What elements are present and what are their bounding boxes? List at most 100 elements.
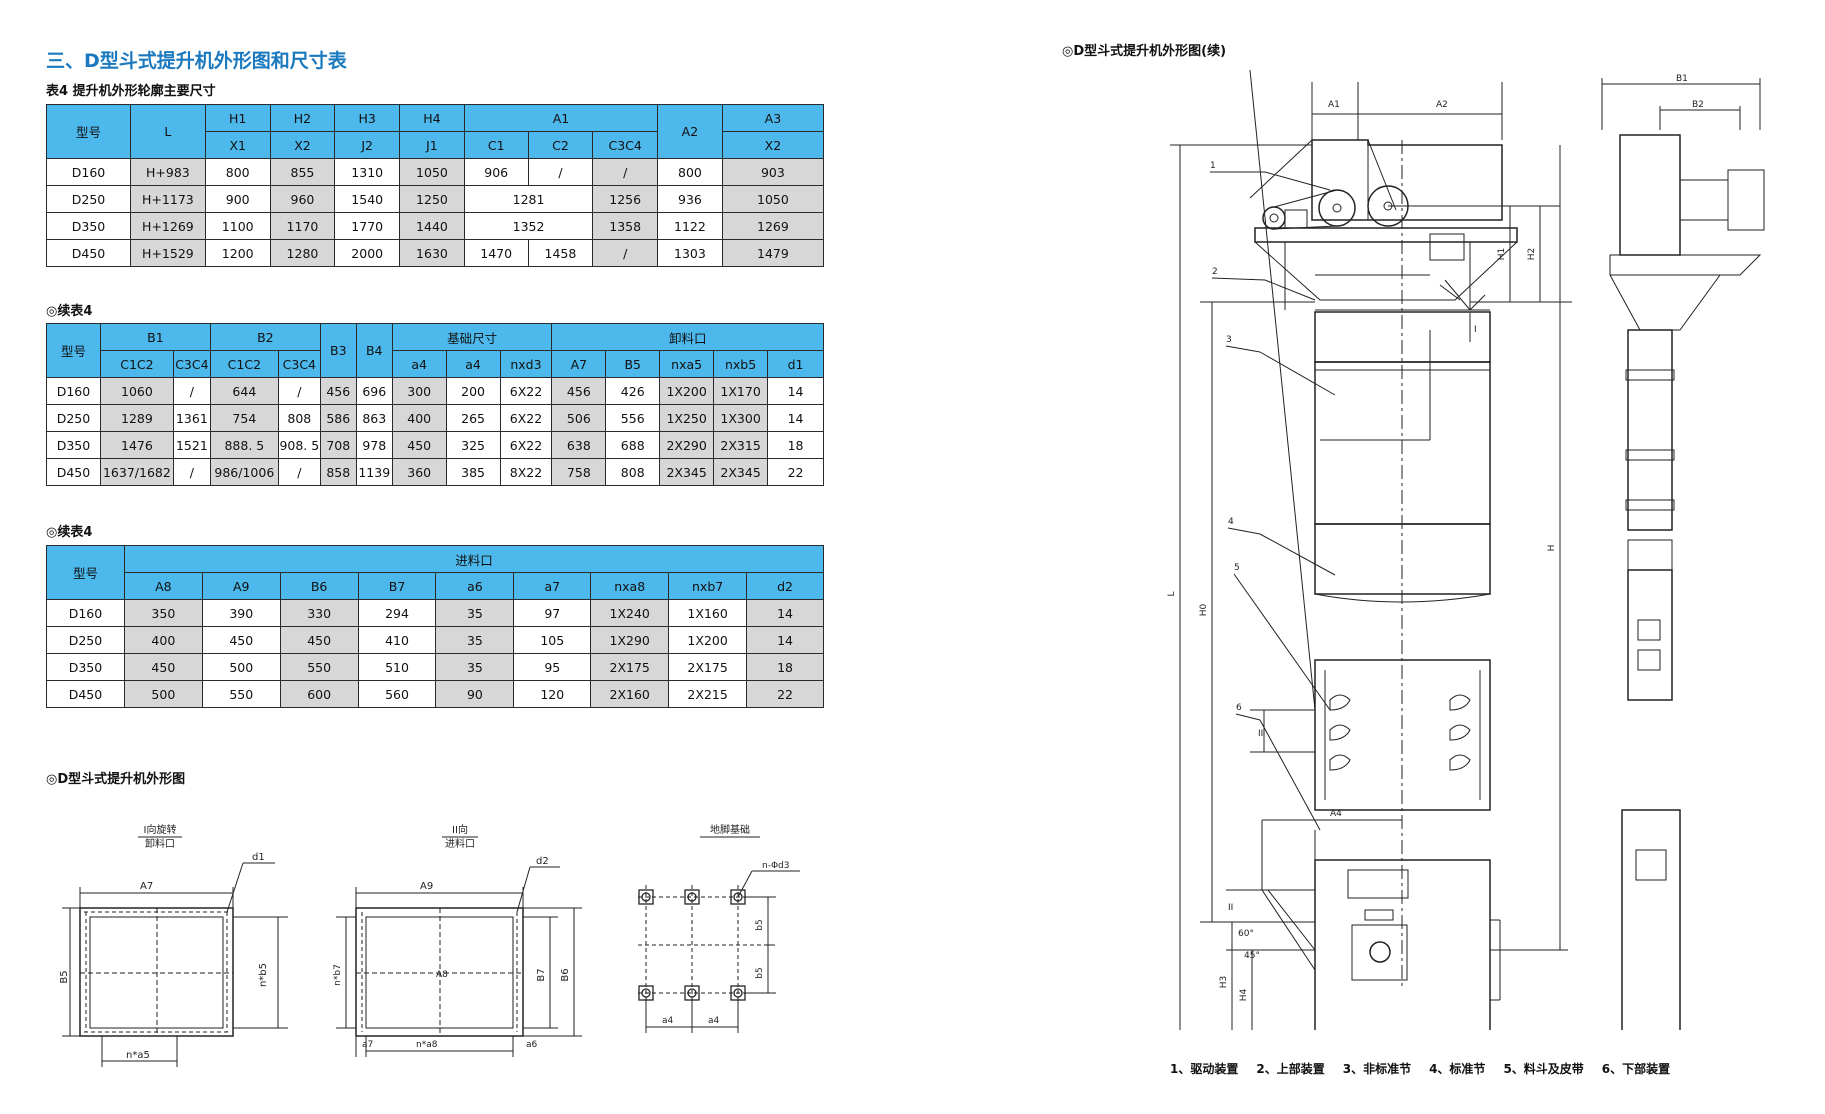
table-cell: 888. 5 (209, 431, 279, 459)
table-cell: 400 (391, 404, 447, 432)
table-cell: 120 (513, 680, 592, 708)
table-cell: 456 (319, 377, 357, 405)
legend-item-drive: 1、驱动装置 (1170, 1062, 1239, 1076)
table-cell: 35 (435, 599, 515, 627)
table-cell: 90 (435, 680, 515, 708)
header-b7: B7 (357, 572, 437, 600)
dim-A2: A2 (1436, 100, 1448, 110)
legend-item-bucket-belt: 5、料斗及皮带 (1503, 1062, 1584, 1076)
dim-A4: A4 (1330, 809, 1342, 819)
table-row: D450 H+1529 1200 1280 2000 1630 1470 145… (46, 239, 825, 267)
table-cell: 8X22 (499, 458, 553, 486)
table-cell: 6X22 (499, 404, 553, 432)
dim-H2: H2 (1527, 248, 1537, 261)
header-J2: J2 (334, 131, 401, 159)
header-X2b: X2 (721, 131, 825, 159)
drawing2-title2: 进料口 (445, 837, 475, 850)
header-B2: B2 (209, 323, 321, 351)
dim-H3: H3 (1219, 976, 1229, 989)
table-cell: 1X240 (590, 599, 670, 627)
header-model: 型号 (46, 104, 131, 159)
dim-L: L (1167, 591, 1177, 596)
header-H2: H2 (269, 104, 336, 132)
table-cell: / (277, 458, 321, 486)
header-nxa8: nxa8 (590, 572, 670, 600)
table-cell: 2X345 (659, 458, 715, 486)
table-row: D350 H+1269 1100 1170 1770 1440 1352 135… (46, 212, 825, 240)
table-cell: 450 (201, 626, 281, 654)
dim-d1: d1 (252, 852, 265, 863)
dim-B2: B2 (1692, 100, 1704, 110)
table-cell: 450 (123, 653, 203, 681)
table-cell: 688 (605, 431, 661, 459)
header-L: L (129, 104, 206, 159)
header-nxd3: nxd3 (499, 350, 553, 378)
table-cell: 708 (319, 431, 357, 459)
table-cell: 696 (355, 377, 393, 405)
table-cell: 863 (355, 404, 393, 432)
table-cell: 97 (513, 599, 592, 627)
table-cell: D160 (46, 599, 125, 627)
table-cell: 2X345 (713, 458, 769, 486)
table2-caption: ◎续表4 (46, 304, 93, 319)
header-model: 型号 (46, 545, 125, 600)
table-cell: 550 (201, 680, 281, 708)
small-drawings-caption: ◎D型斗式提升机外形图 (46, 772, 186, 787)
table-cell: / (172, 458, 211, 486)
table-cell: 1521 (172, 431, 211, 459)
table-cell: 330 (279, 599, 359, 627)
table-cell: 808 (605, 458, 661, 486)
table-cell: 22 (746, 680, 824, 708)
table-cell: 978 (355, 431, 393, 459)
dim-d2: d2 (536, 856, 549, 867)
header-B3: B3 (319, 323, 357, 378)
table-cell: 1X170 (713, 377, 769, 405)
label-I: I (1474, 325, 1477, 335)
header-model: 型号 (46, 323, 101, 378)
legend-item-lower: 6、下部装置 (1601, 1062, 1671, 1076)
table-cell: 908. 5 (277, 431, 321, 459)
table-cell: 200 (445, 377, 501, 405)
header-C1: C1 (463, 131, 529, 159)
header-C3C4: C3C4 (172, 350, 211, 378)
header-foundation: 基础尺寸 (391, 323, 553, 351)
dim-B5: B5 (59, 970, 70, 983)
table-cell: 1X200 (668, 626, 748, 654)
dim-A9: A9 (420, 881, 433, 892)
table-main-dimensions: 型号 L H1 H2 H3 H4 A1 A2 A3 X1 X2 J2 J1 C1… (46, 104, 825, 267)
header-nxb5: nxb5 (713, 350, 769, 378)
table-cell: 6X22 (499, 431, 553, 459)
table-cell: 35 (435, 653, 515, 681)
table-cell: 638 (551, 431, 607, 459)
table-cell: 14 (767, 377, 824, 405)
table-cell: 858 (319, 458, 357, 486)
table-cell: 1X300 (713, 404, 769, 432)
drawing2-title1: II向 (452, 823, 468, 836)
header-nxa5: nxa5 (659, 350, 715, 378)
header-J1: J1 (399, 131, 465, 159)
dim-H4: H4 (1239, 988, 1249, 1001)
table-cell: 550 (279, 653, 359, 681)
dim-a4a: a4 (662, 1016, 674, 1026)
table-cell: 1X160 (668, 599, 748, 627)
table-cell: 1X290 (590, 626, 670, 654)
item-1: 1 (1210, 161, 1216, 171)
legend-item-nonstandard-section: 3、非标准节 (1342, 1062, 1412, 1076)
elevator-elevation-drawing: A1 A2 H1 H2 I (1167, 70, 1765, 1030)
table3-caption: ◎续表4 (46, 525, 93, 540)
header-C1C2: C1C2 (209, 350, 279, 378)
label-II: II (1258, 729, 1263, 739)
table-cell: 294 (357, 599, 437, 627)
legend-item-standard-section: 4、标准节 (1429, 1062, 1486, 1076)
table-cell: 1289 (99, 404, 174, 432)
table-cell: D350 (46, 653, 125, 681)
label-II-b: II (1228, 903, 1233, 913)
table-row: D250 H+1173 900 960 1540 1250 1281 1256 … (46, 185, 825, 213)
item-6: 6 (1236, 703, 1242, 713)
header-H3: H3 (334, 104, 401, 132)
dim-A1: A1 (1328, 100, 1340, 110)
header-X1: X1 (204, 131, 271, 159)
